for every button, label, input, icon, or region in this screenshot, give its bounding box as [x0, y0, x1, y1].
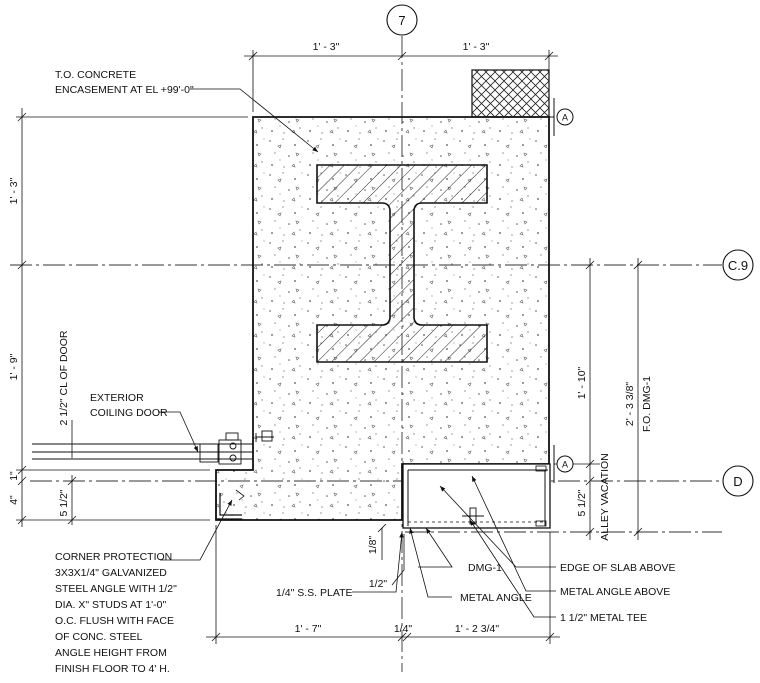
dim-right-fo-label: F.O. DMG-1: [641, 376, 653, 432]
note-door-1: EXTERIOR: [90, 392, 144, 404]
note-door-2: COILING DOOR: [90, 407, 168, 419]
section-tag-bottom: A: [553, 445, 574, 483]
grid-label-c9: C.9: [728, 258, 748, 273]
note-corner-line: CORNER PROTECTION: [55, 551, 172, 563]
note-concrete-2: ENCASEMENT AT EL +99'-0": [55, 84, 194, 96]
dmg-assembly: [402, 463, 551, 529]
section-tag-top-label: A: [562, 113, 568, 123]
dim-bottom-left: 1' - 7": [295, 623, 322, 635]
note-corner-line: ANGLE HEIGHT FROM: [55, 647, 167, 659]
note-concrete-1: T.O. CONCRETE: [55, 69, 136, 81]
grid-bubble-c9: C.9: [722, 249, 754, 281]
note-corner-protection: CORNER PROTECTION 3X3X1/4" GALVANIZED ST…: [55, 551, 177, 675]
dim-right-5-half: 5 1/2": [576, 489, 588, 516]
dim-top-left: 1' - 3": [313, 41, 340, 53]
dim-right-fo-value: 2' - 3 3/8": [624, 382, 636, 427]
steel-beam: [316, 164, 488, 363]
grid-bubble-d: D: [722, 465, 754, 497]
dim-left-4: 4": [8, 495, 20, 505]
note-metal-angle-above: METAL ANGLE ABOVE: [560, 586, 670, 598]
section-tag-top: A: [549, 98, 574, 136]
note-corner-line: FINISH FLOOR TO 4' H.: [55, 663, 170, 675]
note-metal-angle: METAL ANGLE: [460, 592, 532, 604]
dim-left-lower: 1' - 9": [8, 353, 20, 380]
dim-bottom-mid: 1/4": [394, 623, 413, 635]
grid-bubble-7: 7: [386, 4, 418, 36]
existing-wall: [471, 69, 550, 118]
dimension-lines: [16, 50, 643, 644]
dim-eighth: 1/8": [367, 536, 379, 555]
note-edge-slab: EDGE OF SLAB ABOVE: [560, 562, 676, 574]
coiling-door: [32, 430, 274, 465]
alley-vacation-label: ALLEY VACATION: [599, 453, 611, 541]
note-corner-line: OF CONC. STEEL: [55, 631, 143, 643]
note-corner-line: DIA. X" STUDS AT 1'-0": [55, 599, 166, 611]
grid-label-d: D: [733, 474, 742, 489]
dim-right-1-10: 1' - 10": [576, 366, 588, 399]
note-metal-tee: 1 1/2" METAL TEE: [560, 612, 647, 624]
leader-lines: [158, 88, 556, 618]
grid-label-7: 7: [398, 13, 405, 28]
dim-left-1: 1": [8, 471, 20, 481]
dim-door-cl: 2 1/2" CL OF DOOR: [58, 330, 70, 425]
section-tag-bottom-label: A: [562, 460, 568, 470]
note-corner-line: STEEL ANGLE WITH 1/2": [55, 583, 177, 595]
note-dmg1: DMG-1: [468, 562, 502, 574]
note-ss-plate: 1/4" S.S. PLATE: [276, 587, 352, 599]
dim-top-right: 1' - 3": [463, 41, 490, 53]
corner-angle: [215, 489, 245, 520]
dim-left-upper: 1' - 3": [8, 177, 20, 204]
dim-left-5-half: 5 1/2": [58, 489, 70, 516]
dim-half: 1/2": [369, 578, 388, 590]
note-corner-line: O.C. FLUSH WITH FACE: [55, 615, 174, 627]
note-corner-line: 3X3X1/4" GALVANIZED: [55, 567, 167, 579]
dim-bottom-right: 1' - 2 3/4": [455, 623, 500, 635]
concrete-encasement: [215, 116, 550, 521]
